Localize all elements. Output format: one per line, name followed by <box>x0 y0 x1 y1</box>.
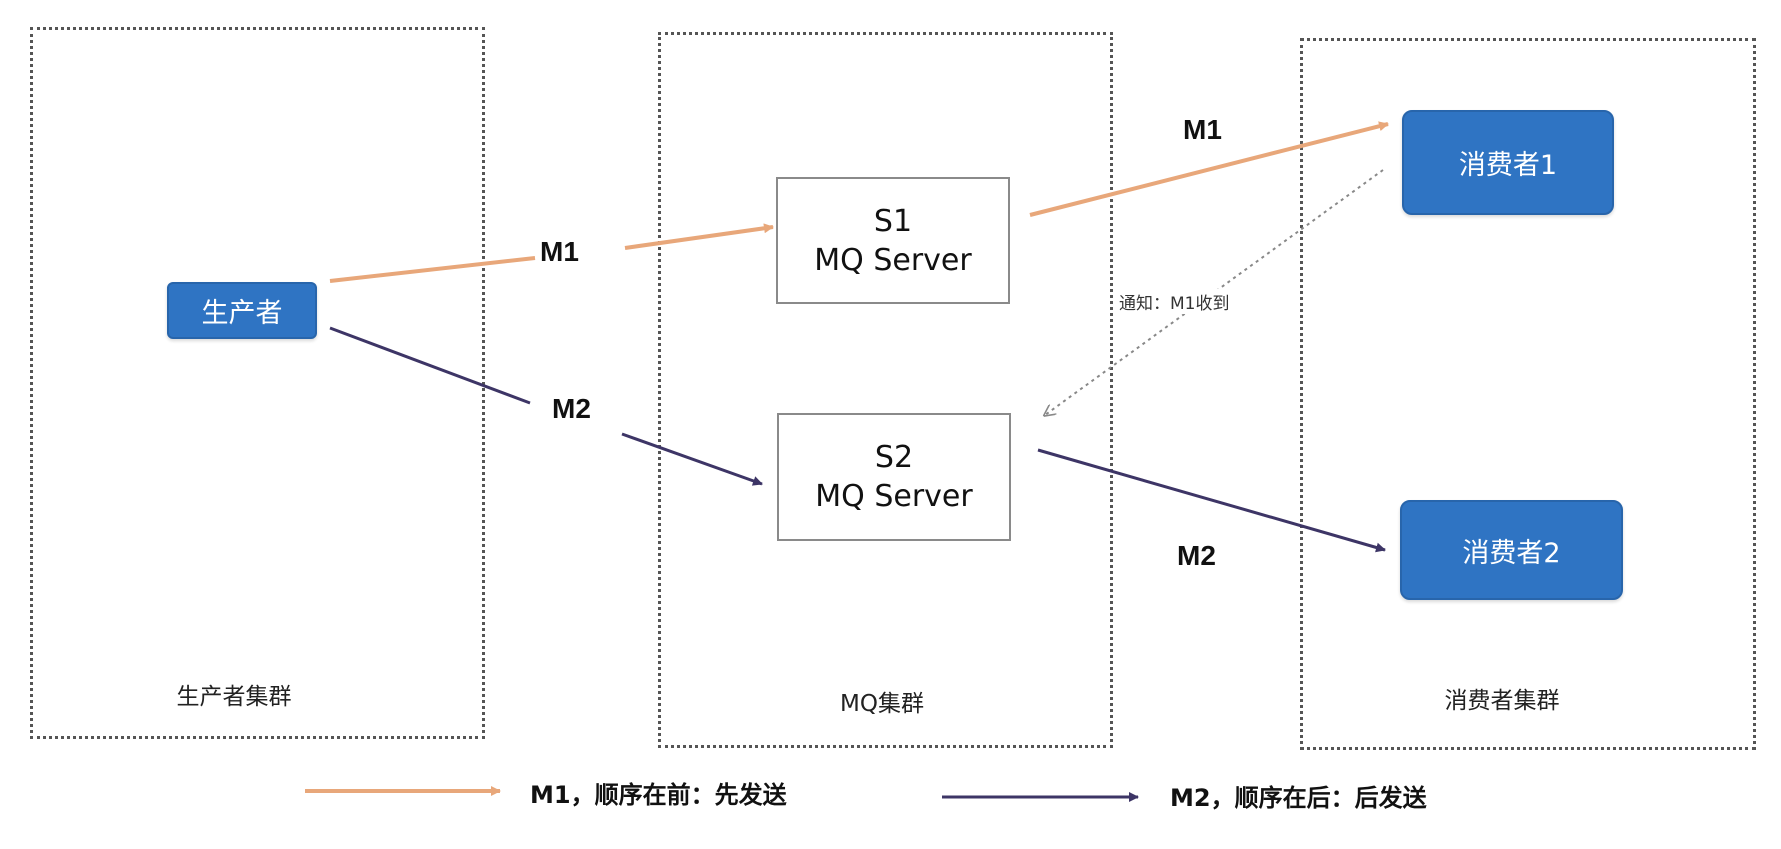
edge-label-s2-consumer2: M2 <box>1177 540 1216 571</box>
edge-producer-s2 <box>329 326 763 486</box>
legend-m1-text: M1，顺序在前：先发送 <box>530 781 787 809</box>
s1-server-subtitle: MQ Server <box>814 242 972 278</box>
consumer2-node-label: 消费者2 <box>1462 537 1561 569</box>
producer-node-label: 生产者 <box>201 298 283 329</box>
s2-server-subtitle: MQ Server <box>815 479 973 514</box>
producer-node: 生产者 <box>167 282 317 339</box>
consumer1-node-label: 消费者1 <box>1458 150 1558 181</box>
producer-cluster <box>30 27 485 739</box>
mq-cluster <box>658 32 1113 748</box>
consumer-cluster-label: 消费者集群 <box>1444 688 1560 714</box>
consumer2-node: 消费者2 <box>1400 500 1623 600</box>
s2-mq-server: S2 MQ Server <box>777 413 1011 541</box>
s2-server-name: S2 <box>874 440 914 475</box>
consumer-cluster <box>1300 38 1756 750</box>
legend-m2-text: M2，顺序在后：后发送 <box>1170 784 1427 812</box>
edge-label-producer-s1: M1 <box>540 236 579 267</box>
s1-mq-server: S1 MQ Server <box>776 177 1010 304</box>
edge-producer-s1 <box>329 223 774 283</box>
consumer1-node: 消费者1 <box>1402 110 1614 215</box>
edge-label-s1-consumer1: M1 <box>1183 114 1222 145</box>
s1-server-name: S1 <box>873 203 913 239</box>
producer-cluster-label: 生产者集群 <box>176 684 292 710</box>
edge-label-notify: 通知：M1收到 <box>1117 289 1232 314</box>
mq-cluster-label: MQ集群 <box>840 691 924 717</box>
edge-s1-consumer1 <box>1029 121 1389 217</box>
edge-s2-consumer2 <box>1037 448 1386 553</box>
edge-label-producer-s2: M2 <box>552 393 591 424</box>
